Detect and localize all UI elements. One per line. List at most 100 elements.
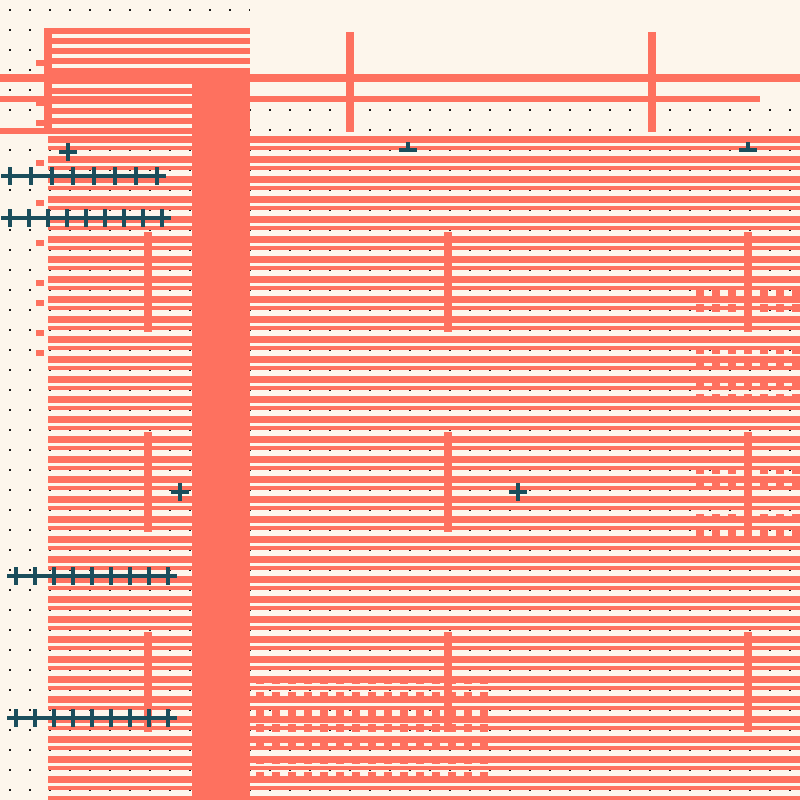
stripe [48,716,800,723]
stripe [48,68,250,74]
checker-block [760,394,768,402]
checker-block [760,514,768,522]
grid-dot [749,129,751,131]
plus-glyph-icon [64,567,82,585]
ladder-run [10,174,157,178]
checker-block [696,378,704,386]
column-band [192,170,250,178]
checker-block [208,756,216,764]
plus-glyph-icon [102,567,120,585]
grid-dot [689,129,691,131]
left-margin-gap [0,396,48,403]
column-band [192,240,250,248]
grid-dot [469,129,471,131]
column-band [192,180,250,188]
left-margin-gap [0,196,48,203]
checker-block [400,724,408,732]
checker-block [240,676,248,684]
column-band [192,760,250,768]
grid-dot [9,389,11,391]
grid-dot [29,289,31,291]
checker-block [240,756,248,764]
plus-glyph-icon [43,167,61,185]
grid-dot [789,129,791,131]
left-margin-gap [0,496,48,503]
checker-block [384,724,392,732]
column-band [192,250,250,258]
grid-dot [549,109,551,111]
stripe [48,236,800,243]
left-margin-gap [0,596,48,603]
grid-dot [149,9,151,11]
stripe [48,576,800,583]
grid-dot [9,569,11,571]
grid-dot [9,349,11,351]
grid-dot [9,669,11,671]
checker-block [712,288,720,296]
grid-dot [29,549,31,551]
checker-block [760,530,768,538]
checker-block [792,346,800,354]
grid-dot [529,129,531,131]
stripe [48,666,800,670]
column-band [192,350,250,358]
margin-tick [36,100,44,106]
column-band [192,380,250,388]
checker-block [448,740,456,748]
checker-block [272,724,280,732]
checker-block [208,740,216,748]
grid-dot [9,509,11,511]
checker-block [760,466,768,474]
column-band [192,750,250,758]
checker-block [352,772,360,780]
plus-glyph-icon [127,167,145,185]
checker-block [240,772,248,780]
grid-dot [789,109,791,111]
checker-block [224,740,232,748]
margin-tick [36,240,44,246]
checker-block [744,466,752,474]
column-band [192,730,250,738]
vertical-post [346,32,354,132]
grid-dot [549,129,551,131]
plus-glyph-icon [106,167,124,185]
grid-dot [29,389,31,391]
checker-block [320,724,328,732]
stripe [48,606,800,610]
checker-block [288,692,296,700]
checker-block [352,756,360,764]
checker-block [792,378,800,386]
checker-block [776,288,784,296]
stripe [48,136,800,143]
checker-block [384,692,392,700]
grid-dot [129,9,131,11]
checker-block [776,530,784,538]
stripe [48,176,800,183]
checker-block [272,756,280,764]
grid-dot [709,109,711,111]
column-band [192,120,250,128]
margin-tick [36,280,44,286]
checker-block [272,740,280,748]
grid-dot [569,129,571,131]
column-band [192,770,250,778]
column-band [192,470,250,478]
checker-block [400,676,408,684]
left-margin-gap [0,516,48,523]
checker-block [744,482,752,490]
grid-dot [769,109,771,111]
checker-block [744,394,752,402]
left-margin-gap [0,676,48,683]
plus-glyph-icon [1,209,19,227]
checker-block [712,482,720,490]
checker-block [728,304,736,312]
checker-block [448,692,456,700]
checker-block [400,740,408,748]
stripe [48,286,800,290]
grid-dot [9,269,11,271]
checker-block [464,756,472,764]
checker-block [776,466,784,474]
grid-dot [29,229,31,231]
grid-dot [749,109,751,111]
stripe [48,626,800,630]
